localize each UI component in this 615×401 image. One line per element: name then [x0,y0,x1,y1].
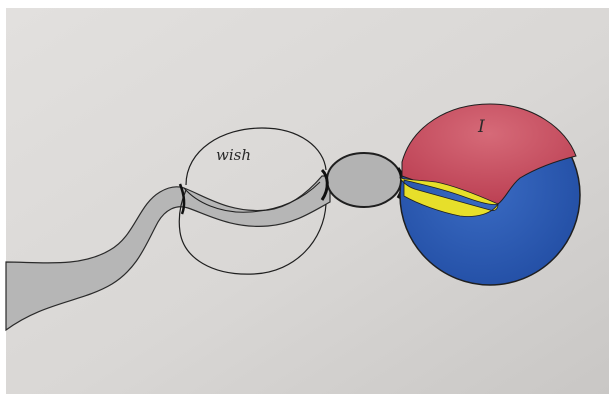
wish-label: wish [216,146,251,164]
i-label: I [477,117,485,137]
gray-connector-ball [327,153,401,207]
